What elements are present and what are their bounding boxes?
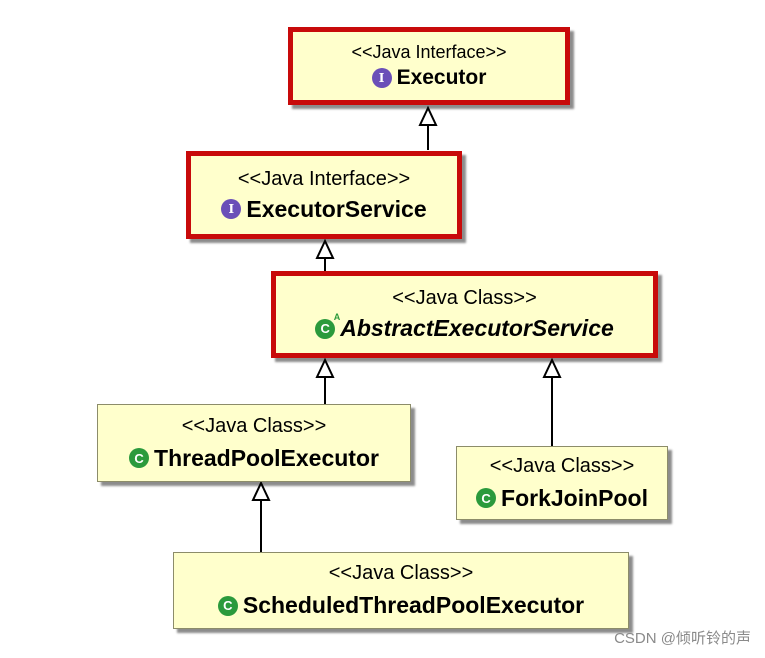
node-title: C A AbstractExecutorService (315, 312, 614, 342)
abstract-class-icon: C A (315, 312, 340, 339)
node-stereotype: <<Java Class>> (328, 562, 474, 584)
class-icon: C (217, 595, 238, 616)
node-title: C ScheduledThreadPoolExecutor (217, 592, 585, 619)
executorservice-node[interactable]: <<Java Interface>> I ExecutorService (186, 151, 462, 239)
node-name: ThreadPoolExecutor (154, 444, 379, 471)
arrow-threadpoolexecutor-to-abstractexecutorservice (315, 357, 335, 404)
node-title: I ExecutorService (221, 195, 427, 223)
watermark: CSDN @倾听铃的声 (614, 630, 751, 647)
interface-icon: I (221, 199, 242, 219)
interface-icon: I (371, 68, 392, 88)
arrow-scheduledthreadpoolexecutor-to-threadpoolexecutor (251, 480, 271, 552)
class-icon: C (476, 488, 497, 508)
node-title: I Executor (371, 66, 487, 90)
forkjoinpool-node[interactable]: <<Java Class>> C ForkJoinPool (456, 446, 668, 520)
scheduledthreadpoolexecutor-node[interactable]: <<Java Class>> C ScheduledThreadPoolExec… (173, 552, 629, 629)
node-title: C ForkJoinPool (476, 485, 648, 512)
node-name: AbstractExecutorService (340, 315, 614, 341)
executor-node[interactable]: <<Java Interface>> I Executor (288, 27, 570, 105)
node-name: ScheduledThreadPoolExecutor (242, 592, 585, 618)
node-title: C ThreadPoolExecutor (129, 445, 379, 472)
class-letter: C (320, 321, 330, 336)
node-stereotype: <<Java Interface>> (351, 42, 507, 62)
arrow-forkjoinpool-to-abstractexecutorservice (542, 357, 562, 446)
node-stereotype: <<Java Interface>> (237, 167, 411, 190)
arrow-executorservice-to-executor (418, 105, 438, 150)
arrow-abstractexecutorservice-to-executorservice (315, 238, 335, 271)
node-stereotype: <<Java Class>> (181, 414, 327, 437)
class-icon: C (129, 448, 150, 468)
abstractexecutorservice-node[interactable]: <<Java Class>> C A AbstractExecutorServi… (271, 271, 658, 358)
threadpoolexecutor-node[interactable]: <<Java Class>> C ThreadPoolExecutor (97, 404, 411, 482)
abstract-mark: A (333, 311, 341, 322)
node-stereotype: <<Java Class>> (489, 454, 635, 477)
node-name: Executor (396, 66, 487, 89)
node-name: ExecutorService (246, 195, 427, 222)
node-stereotype: <<Java Class>> (392, 287, 537, 309)
node-name: ForkJoinPool (501, 484, 648, 511)
